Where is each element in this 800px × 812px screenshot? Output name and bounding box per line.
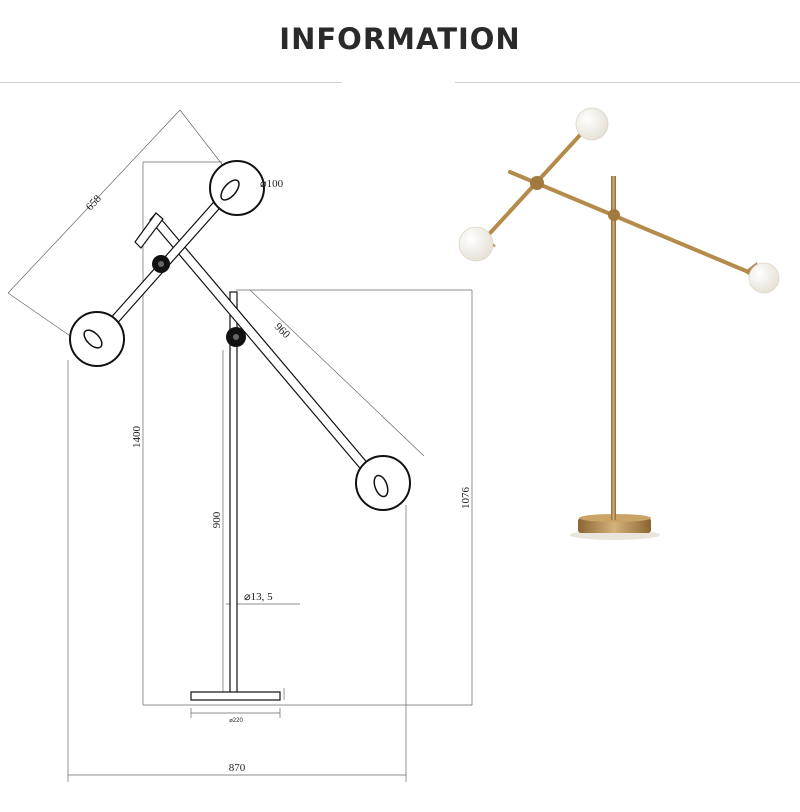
left-shade-drawing [69,311,125,367]
dim-658-label: 658 [84,192,104,213]
photo-pole [611,176,616,520]
dim-900-label: 900 [211,511,223,528]
photo-left-globe [458,226,494,262]
dim-base-label: ⌀220 [229,718,243,724]
dim-960-label: 960 [272,321,293,341]
dim-960-line [249,289,425,457]
long-arm-drawing [149,212,382,487]
right-shade-drawing [355,455,411,511]
lamp-outline [69,160,411,701]
page-title: INFORMATION [279,22,521,56]
title-rule-right [455,82,800,83]
dimension-lines [7,109,473,782]
lamp-product-photo [458,107,780,540]
photo-right-globe [748,262,780,294]
top-shade-drawing [209,160,265,216]
photo-long-arm [508,170,760,278]
dim-pole-diameter-label: ⌀13, 5 [244,591,273,603]
pole-drawing [229,291,238,695]
dim-870-label: 870 [229,762,246,774]
title-rule-left [0,82,342,83]
dim-1400-label: 1400 [131,426,143,449]
photo-base [578,518,651,533]
photo-top-globe [575,107,609,141]
dim-shade-diameter-label: ⌀100 [260,178,284,190]
base-drawing [190,691,281,701]
dim-658-line [7,109,181,294]
dim-1076-label: 1076 [460,487,472,510]
